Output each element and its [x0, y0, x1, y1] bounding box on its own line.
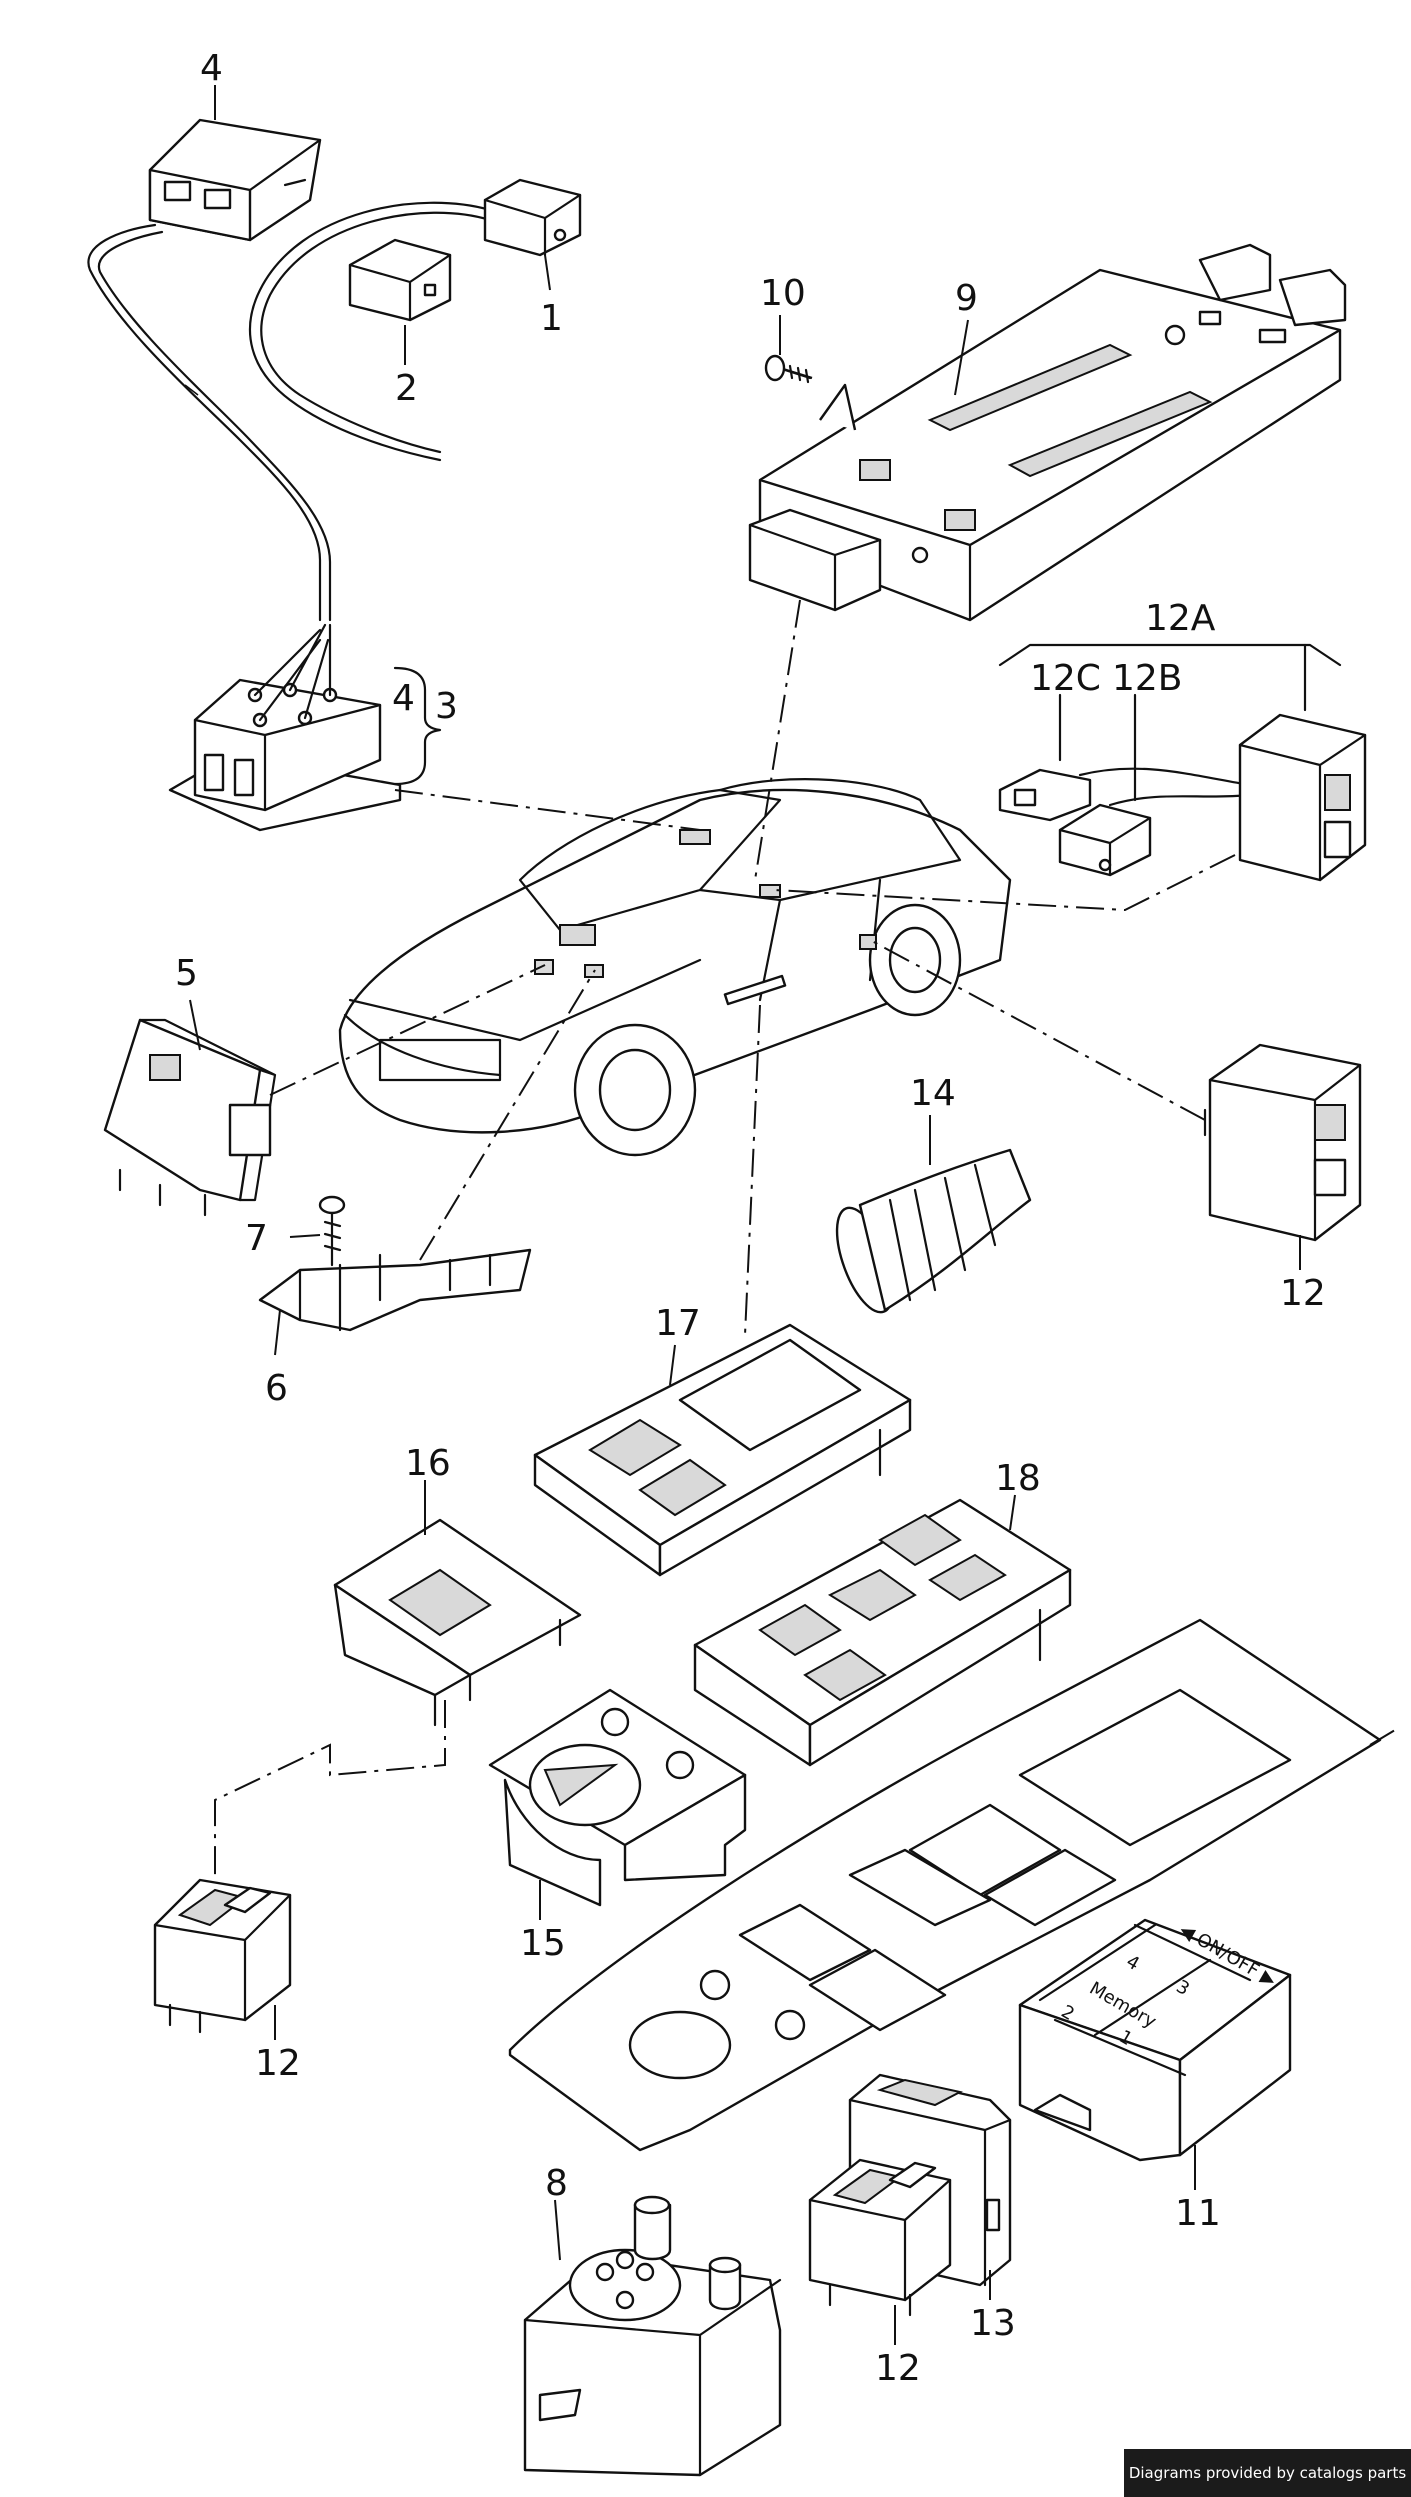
part-10-screw [764, 354, 813, 384]
part-7-screw [318, 1195, 346, 1267]
part-11-memory-switch [1018, 1918, 1292, 2162]
harness-12A [1078, 767, 1252, 807]
connector-line-5 [269, 964, 546, 1096]
part-4-connector [148, 118, 322, 242]
callout-1: 1 [540, 298, 563, 339]
callout-6: 6 [265, 1368, 288, 1409]
part-8-switch [523, 2195, 782, 2477]
wire-harness-1-2-b [260, 211, 492, 454]
part-5-module [103, 1018, 277, 1217]
brace-part-3-4 [393, 666, 442, 786]
part-12-switch-left [153, 1878, 292, 2034]
callout-4-top: 4 [200, 48, 223, 89]
callout-12C: 12C [1030, 658, 1101, 699]
connector-line-panel [1369, 1729, 1396, 1746]
part-12-switch-bottom [808, 2158, 952, 2317]
door-panel [508, 1618, 1382, 2152]
callout-7: 7 [245, 1218, 268, 1259]
callout-18: 18 [995, 1458, 1041, 1499]
connector-line-17 [744, 1004, 761, 1336]
car-body [338, 778, 1012, 1157]
callout-10: 10 [760, 273, 806, 314]
callout-14: 14 [910, 1073, 956, 1114]
leader-9 [954, 319, 969, 396]
footer-credit: Diagrams provided by catalogs parts [1124, 2449, 1411, 2497]
callout-12B: 12B [1112, 658, 1183, 699]
callout-3: 3 [435, 686, 458, 727]
callout-12A: 12A [1145, 598, 1216, 639]
connector-line-12-left [214, 1700, 446, 1875]
cable-clip [184, 384, 199, 396]
cable-part-4-b [97, 230, 332, 622]
part-16-trim [333, 1518, 582, 1727]
callout-9: 9 [955, 278, 978, 319]
callout-16: 16 [405, 1443, 451, 1484]
leader-5 [189, 999, 201, 1051]
callout-12-bottom: 12 [875, 2348, 921, 2389]
part-15-trim [488, 1688, 747, 1907]
part-6-bracket [258, 1248, 532, 1332]
callout-2: 2 [395, 368, 418, 409]
callout-12-left: 12 [255, 2043, 301, 2084]
part-9-module [748, 243, 1347, 622]
part-12B-connector [1058, 803, 1152, 877]
part-1-sensor [483, 178, 582, 257]
callout-8: 8 [545, 2163, 568, 2204]
leader-7 [289, 1234, 321, 1238]
callout-4-brace: 4 [392, 678, 415, 719]
part-14-boot [835, 1148, 1032, 1314]
part-17-trim [533, 1323, 912, 1577]
wire-harness-1-2 [248, 201, 492, 462]
connector-line-12-right [869, 939, 1206, 1121]
callout-11: 11 [1175, 2193, 1221, 2234]
callout-5: 5 [175, 953, 198, 994]
part-3-control-unit [168, 623, 402, 832]
leader-8 [554, 2199, 561, 2261]
connector-line-12A [774, 854, 1236, 912]
callout-12-right: 12 [1280, 1273, 1326, 1314]
leader-18 [1009, 1494, 1016, 1531]
bracket-12A [998, 643, 1342, 667]
leader-6 [274, 1309, 281, 1356]
part-2-sensor [348, 238, 452, 322]
callout-15: 15 [520, 1923, 566, 1964]
callout-13: 13 [970, 2303, 1016, 2344]
connector-line-3 [394, 789, 701, 831]
cable-part-4 [87, 223, 322, 622]
part-12-switch-right [1203, 1043, 1362, 1242]
leader-17 [669, 1344, 676, 1386]
part-12C-connector [998, 768, 1092, 822]
part-18-trim [693, 1498, 1072, 1767]
connector-line-6 [419, 969, 596, 1261]
part-12A-switch [1238, 713, 1367, 882]
leader-1 [544, 254, 551, 291]
callout-17: 17 [655, 1303, 701, 1344]
